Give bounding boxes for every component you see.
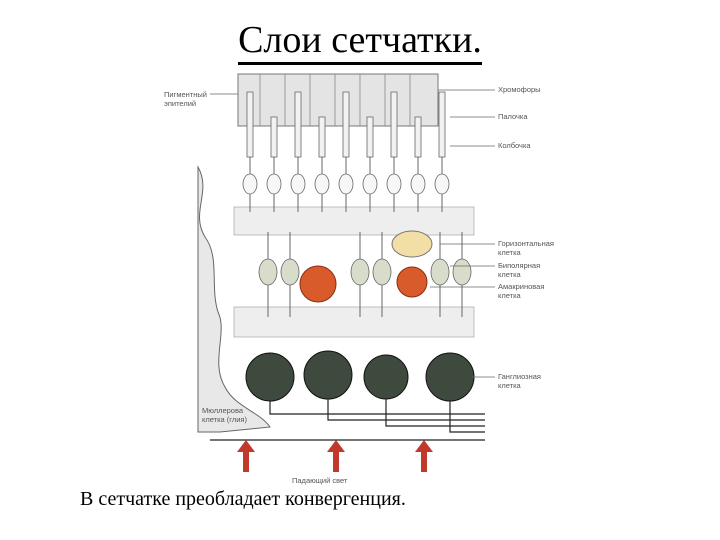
cone-photoreceptor <box>315 117 329 212</box>
label-chromophore: Хромофоры <box>498 85 541 94</box>
label-pigment-epithelium: Пигментный эпителий <box>164 90 207 108</box>
label-cone: Колбочка <box>498 141 531 150</box>
cone-photoreceptor <box>363 117 377 212</box>
label-amacrine-cell: Амакриновая клетка <box>498 282 544 300</box>
bipolar-cell <box>431 232 449 317</box>
cone-photoreceptor <box>411 117 425 212</box>
slide-title: Слои сетчатки. <box>0 18 720 62</box>
bipolar-cell <box>373 232 391 317</box>
label-horizontal-cell: Горизонтальная клетка <box>498 239 554 257</box>
light-arrow <box>333 450 339 472</box>
light-arrow <box>243 450 249 472</box>
cone-photoreceptor <box>267 117 281 212</box>
horizontal-cell <box>392 231 432 257</box>
retina-figure: Пигментный эпителий Хромофоры Палочка Ко… <box>150 72 570 487</box>
ganglion-cell <box>246 353 294 401</box>
label-muller-cell: Мюллерова клетка (глия) <box>202 406 247 424</box>
bipolar-cell <box>453 232 471 317</box>
label-incident-light: Падающий свет <box>292 476 347 485</box>
bipolar-cell <box>259 232 277 317</box>
outer-plexiform-layer <box>234 207 474 235</box>
ganglion-cell <box>304 351 352 399</box>
retina-diagram <box>150 72 570 487</box>
label-rod: Палочка <box>498 112 528 121</box>
ganglion-cell <box>426 353 474 401</box>
bipolar-cell <box>351 232 369 317</box>
label-bipolar-cell: Биполярная клетка <box>498 261 540 279</box>
label-ganglion-cell: Ганглиозная клетка <box>498 372 541 390</box>
caption: В сетчатке преобладает конвергенция. <box>80 488 406 511</box>
amacrine-cell <box>300 266 336 302</box>
slide-title-text: Слои сетчатки. <box>238 19 482 65</box>
inner-plexiform-layer <box>234 307 474 337</box>
amacrine-cell <box>397 267 427 297</box>
pigment-epithelium <box>238 74 438 126</box>
bipolar-cell-group <box>259 232 471 317</box>
bipolar-cell <box>281 232 299 317</box>
light-arrows <box>237 440 433 472</box>
ganglion-cell <box>364 355 408 399</box>
light-arrow <box>421 450 427 472</box>
